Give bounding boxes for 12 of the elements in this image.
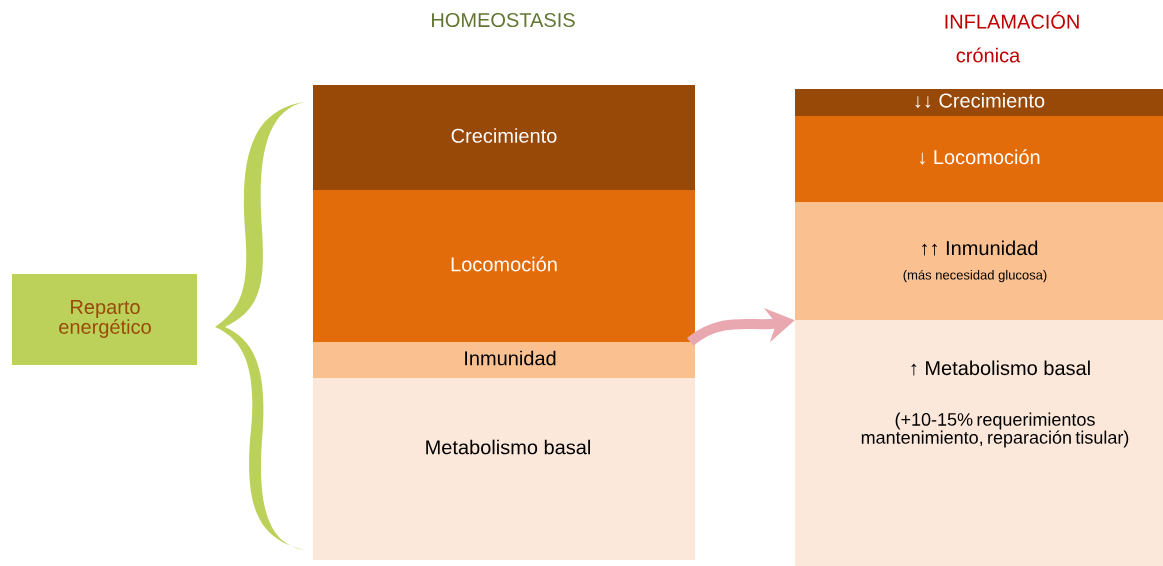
label-box: Reparto energético <box>12 274 197 365</box>
energy-band: Locomoción <box>313 190 695 342</box>
energy-band: ↑ Metabolismo basal (+10-15% requerimientos mantenimiento, reparación tisular) <box>795 320 1163 566</box>
column-heading: HOMEOSTASIS <box>432 12 575 28</box>
energy-band: ↓↓ Crecimiento <box>795 89 1163 116</box>
energy-band: ↑↑ Inmunidad (más necesidad glucosa) <box>795 202 1163 320</box>
column-heading: crónica <box>956 47 1021 63</box>
column-heading: INFLAMACIÓN <box>945 11 1079 29</box>
energy-band: Metabolismo basal <box>313 378 695 560</box>
energy-band: ↓ Locomoción <box>795 116 1163 202</box>
energy-band: Inmunidad <box>313 342 695 378</box>
energy-band: Crecimiento <box>313 85 695 190</box>
